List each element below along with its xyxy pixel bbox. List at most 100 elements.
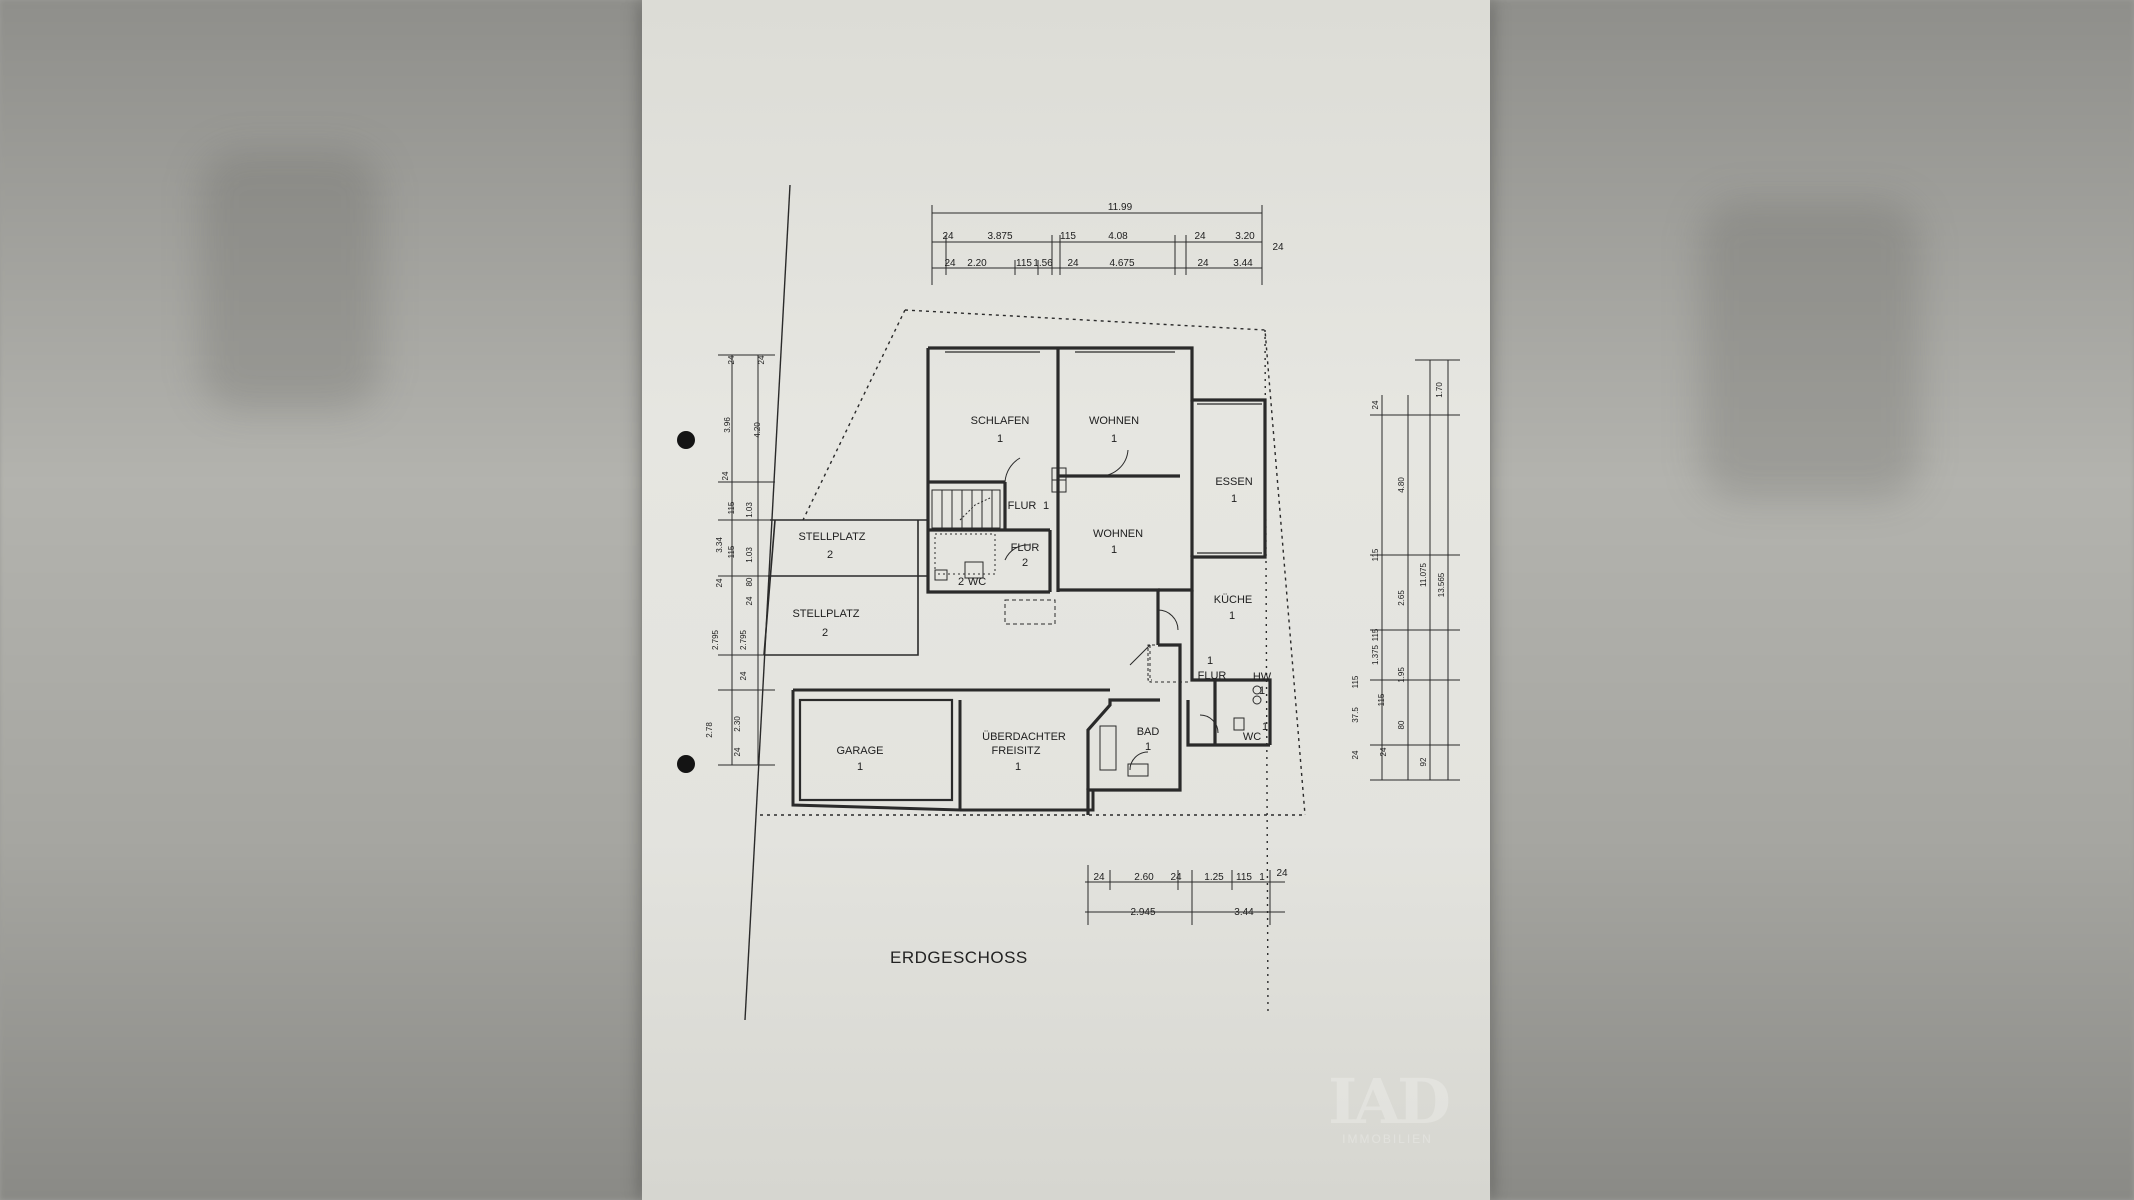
dim-left-11: 80 [745, 577, 754, 586]
room-label-kueche: KÜCHE [1214, 594, 1253, 606]
flur3-dashed [1149, 645, 1188, 683]
dim-left-1: 24 [757, 355, 766, 364]
room-label-wohnen: WOHNEN [1089, 415, 1139, 427]
dim-bottom-8: 3.44 [1234, 907, 1254, 918]
dim-right-0: 1.70 [1435, 382, 1444, 398]
room-number-wc-upper: 2 [958, 576, 964, 588]
dim-bottom-3: 1.25 [1204, 872, 1224, 883]
dim-right-9: 115 [1351, 675, 1360, 688]
room-number-stellplatz-1: 2 [827, 549, 833, 561]
dim-left-18: 24 [733, 747, 742, 756]
background-blur-shape [200, 150, 380, 410]
property-line-right [904, 309, 1306, 816]
room-label-flur-3: FLUR [1198, 670, 1227, 682]
room-number-bad: 1 [1145, 741, 1151, 753]
dim-right-15: 37.5 [1351, 707, 1360, 723]
dim-top-r1-2: 115 [1060, 231, 1076, 242]
dim-left-0: 24 [727, 355, 736, 364]
door-swings [1004, 449, 1219, 771]
dim-left-16: 2.30 [733, 716, 742, 732]
dim-top-r2-3: 1.56 [1033, 258, 1053, 269]
dim-right-12: 80 [1397, 720, 1406, 729]
dim-top-r2-1: 2.20 [967, 258, 987, 269]
dim-top-r2-2: 115 [1016, 258, 1032, 269]
dim-left-4: 24 [721, 471, 730, 480]
room-label-garage: GARAGE [836, 745, 883, 757]
dim-right-5: 13.565 [1437, 572, 1446, 597]
room-number-stellplatz-2: 2 [822, 627, 828, 639]
room-label-flur-2: FLUR [1011, 542, 1040, 554]
room-number-flur-2: 2 [1022, 557, 1028, 569]
room-label-schlafen: SCHLAFEN [971, 415, 1030, 427]
blurred-background-left [0, 0, 642, 1200]
dim-left-7: 3.34 [715, 537, 724, 553]
carports [763, 519, 928, 656]
room-label-stellplatz-1: STELLPLATZ [798, 531, 865, 543]
dim-right-14: 92 [1419, 757, 1428, 766]
dim-top-r1-5: 3.20 [1235, 231, 1255, 242]
dim-right-7: 115 [1371, 628, 1380, 641]
top-dimension-lines [931, 205, 1263, 285]
dim-left-12: 24 [745, 596, 754, 605]
room-label-bad: BAD [1137, 726, 1160, 738]
dim-top-r1-6: 24 [1272, 242, 1284, 253]
room-label-stellplatz-2: STELLPLATZ [792, 608, 859, 620]
room-number-freisitz: 1 [1015, 761, 1021, 773]
dim-right-16: 24 [1351, 750, 1360, 759]
dim-top-r1-1: 3.875 [987, 231, 1012, 242]
watermark-subtitle: IMMOBILIEN [1342, 1132, 1433, 1146]
dim-bottom-1: 2.60 [1134, 872, 1154, 883]
sanitary-fixtures [934, 467, 1262, 777]
entrance-platform [1004, 599, 1056, 625]
floor-plan-sheet [642, 0, 1490, 1200]
dim-left-3: 4.20 [753, 422, 762, 438]
dim-left-17: 2.78 [705, 722, 714, 738]
punch-hole [677, 431, 695, 449]
garage-freisitz-walls [791, 688, 1110, 812]
dim-left-9: 1.03 [745, 547, 754, 563]
room-number-wc-lower: 1 [1262, 721, 1268, 733]
dim-left-6: 1.03 [745, 502, 754, 518]
dim-right-4: 11.075 [1419, 563, 1428, 587]
dim-right-10: 1.95 [1397, 667, 1406, 683]
room-number-essen: 1 [1231, 493, 1237, 505]
dim-left-13: 2.795 [711, 629, 720, 650]
dim-top-r2-6: 24 [1197, 258, 1209, 269]
dim-top-total: 11.99 [1108, 202, 1133, 213]
dim-right-3: 115 [1371, 548, 1380, 561]
dim-right-2: 4.80 [1397, 477, 1406, 493]
bottom-dimension-lines [1085, 865, 1285, 925]
dim-left-14: 2.795 [739, 629, 748, 650]
dim-top-r1-3: 4.08 [1108, 231, 1128, 242]
dim-right-8: 1.375 [1371, 644, 1380, 665]
watermark-logo: IAD IMMOBILIEN [1305, 1065, 1470, 1185]
dim-left-5: 115 [727, 501, 736, 514]
dim-top-r2-5: 4.675 [1109, 258, 1134, 269]
room-number-flur-3: 1 [1207, 655, 1213, 667]
staircase [931, 489, 1001, 575]
watermark-logo-mark: IAD [1328, 1065, 1451, 1138]
room-number-schlafen: 1 [997, 433, 1003, 445]
room-label-wc-lower: WC [1243, 731, 1261, 743]
room-number-wohnen: 1 [1111, 433, 1117, 445]
window-lines [945, 351, 1262, 554]
room-label-hw: HW [1253, 671, 1272, 683]
dim-bottom-4: 115 [1236, 872, 1252, 883]
room-label-flur-1: FLUR [1008, 500, 1037, 512]
dim-left-2: 3.96 [723, 417, 732, 433]
house-walls [926, 346, 1272, 815]
dim-left-10: 24 [715, 578, 724, 587]
room-label-essen: ESSEN [1215, 476, 1252, 488]
dim-left-15: 24 [739, 671, 748, 680]
dim-top-r2-7: 3.44 [1233, 258, 1253, 269]
dim-bottom-6: 24 [1276, 868, 1288, 879]
dim-top-r1-4: 24 [1194, 231, 1206, 242]
right-dimension-lines [1370, 359, 1460, 781]
dim-bottom-2: 24 [1170, 872, 1182, 883]
room-label-wc-upper: WC [968, 576, 986, 588]
room-number-hw: 1 [1259, 685, 1265, 697]
room-label-wohnen-2: WOHNEN [1093, 528, 1143, 540]
room-number-garage: 1 [857, 761, 863, 773]
dim-left-8: 115 [727, 545, 736, 558]
